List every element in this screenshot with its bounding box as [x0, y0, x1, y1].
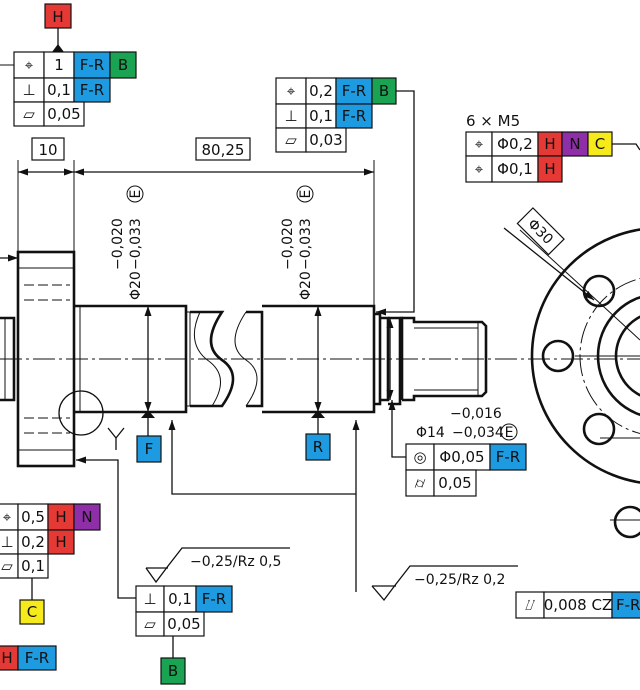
- svg-text:−0,033: −0,033: [298, 218, 314, 270]
- dim-dia30: Φ30: [516, 207, 565, 256]
- svg-text:Φ0,1: Φ0,1: [497, 160, 533, 178]
- svg-text:0,1: 0,1: [21, 557, 45, 575]
- svg-text:80,25: 80,25: [202, 141, 245, 159]
- dimension-lines: [0, 160, 394, 412]
- fcf-bottom-left: ⌖ 0,5 H N ⊥ 0,2 H ▱ 0,1 C H F-R: [0, 503, 101, 671]
- leader-lines: [168, 420, 360, 592]
- svg-text:H: H: [544, 160, 555, 178]
- svg-text:▱: ▱: [23, 105, 35, 123]
- detail-label-y: [107, 427, 125, 450]
- svg-text:C: C: [595, 135, 605, 153]
- surface-finish-1: −0,25/Rz 0,5: [145, 547, 290, 584]
- svg-text:1: 1: [54, 56, 64, 74]
- svg-text:F-R: F-R: [202, 590, 226, 608]
- svg-text:E: E: [298, 190, 314, 199]
- svg-text:H: H: [1, 649, 12, 667]
- svg-text:⌖: ⌖: [25, 56, 34, 74]
- svg-text:−0,25/Rz 0,5: −0,25/Rz 0,5: [190, 554, 281, 570]
- svg-text:0,008 CZ: 0,008 CZ: [544, 596, 612, 614]
- dim-10: 10: [31, 137, 65, 161]
- surface-finish-2: −0,25/Rz 0,2: [371, 565, 518, 602]
- svg-text:⊥: ⊥: [22, 81, 35, 99]
- svg-text:0,05: 0,05: [167, 615, 200, 633]
- svg-text:⌖: ⌖: [287, 82, 296, 100]
- svg-text:−0,25/Rz 0,2: −0,25/Rz 0,2: [414, 572, 505, 588]
- svg-text:R: R: [313, 438, 323, 456]
- svg-text:0,03: 0,03: [309, 131, 342, 149]
- svg-text:0,05: 0,05: [438, 474, 471, 492]
- svg-text:▱: ▱: [1, 557, 13, 575]
- svg-text:F-R: F-R: [342, 107, 366, 125]
- flange-view: [503, 227, 640, 539]
- svg-text:⊥: ⊥: [0, 533, 13, 551]
- dim-80-25: 80,25: [195, 137, 251, 161]
- svg-text:⌖: ⌖: [475, 135, 484, 153]
- svg-text:F-R: F-R: [342, 82, 366, 100]
- svg-text:N: N: [81, 508, 92, 526]
- svg-text:Φ20: Φ20: [298, 271, 314, 300]
- svg-text:⌖: ⌖: [475, 160, 484, 178]
- svg-text:0,1: 0,1: [309, 107, 333, 125]
- dim-dia20-f: Φ20 −0,020 −0,033 E: [110, 185, 144, 300]
- svg-text:N: N: [569, 135, 580, 153]
- svg-text:F-R: F-R: [25, 649, 49, 667]
- svg-text:⊥: ⊥: [284, 107, 297, 125]
- svg-text:E: E: [128, 190, 144, 199]
- svg-text:H: H: [544, 135, 555, 153]
- svg-text:H: H: [55, 508, 66, 526]
- fcf-top-left: H ⌖ 1 F-R B ⊥ 0,1 F-R ▱ 0,05: [0, 3, 137, 127]
- svg-text:F: F: [145, 440, 154, 458]
- svg-text:−0,033: −0,033: [128, 218, 144, 270]
- svg-text:Φ0,2: Φ0,2: [497, 135, 533, 153]
- svg-text:◎: ◎: [413, 448, 426, 466]
- svg-text:C: C: [27, 603, 37, 621]
- svg-text:B: B: [118, 56, 128, 74]
- svg-text:⌖: ⌖: [3, 508, 12, 526]
- fcf-top-middle: ⌖ 0,2 F-R B ⊥ 0,1 F-R ▱ 0,03: [275, 77, 415, 316]
- svg-text:B: B: [168, 662, 178, 680]
- svg-text:▱: ▱: [285, 131, 297, 149]
- svg-text:F-R: F-R: [80, 81, 104, 99]
- svg-text:Φ14: Φ14: [416, 425, 445, 441]
- fcf-right-middle: ◎ Φ0,05 F-R ⌭ 0,05: [388, 400, 527, 497]
- svg-text:Φ0,05: Φ0,05: [439, 448, 484, 466]
- svg-text:F-R: F-R: [80, 56, 104, 74]
- svg-text:⊥: ⊥: [143, 590, 156, 608]
- svg-text:H: H: [52, 8, 63, 26]
- thread-spec: 6 × M5: [466, 112, 520, 130]
- svg-text:10: 10: [38, 141, 57, 159]
- svg-text:F-R: F-R: [616, 596, 640, 614]
- svg-text:B: B: [379, 82, 389, 100]
- svg-text:0,1: 0,1: [168, 590, 192, 608]
- svg-text:−0,020: −0,020: [280, 218, 296, 270]
- svg-text:E: E: [505, 425, 514, 441]
- fcf-bottom-right: ⌰ 0,008 CZ F-R: [515, 591, 640, 619]
- dim-dia14: −0,016 Φ14 −0,034 E: [416, 406, 518, 441]
- dim-dia20-r: Φ20 −0,020 −0,033 E: [280, 185, 314, 300]
- svg-text:0,5: 0,5: [21, 508, 45, 526]
- svg-text:0,1: 0,1: [47, 81, 71, 99]
- fcf-bottom-middle: ⊥ 0,1 F-R ▱ 0,05 B: [76, 456, 233, 685]
- fcf-top-right: ⌖ Φ0,2 H N C ⌖ Φ0,1 H: [465, 131, 640, 183]
- svg-text:⌭: ⌭: [415, 474, 426, 492]
- svg-text:0,2: 0,2: [309, 82, 333, 100]
- svg-text:H: H: [55, 533, 66, 551]
- svg-text:▱: ▱: [144, 615, 156, 633]
- datum-r: R: [305, 410, 331, 461]
- svg-text:⌰: ⌰: [525, 596, 535, 614]
- svg-text:−0,034: −0,034: [452, 425, 504, 441]
- svg-text:−0,020: −0,020: [110, 218, 126, 270]
- svg-text:−0,016: −0,016: [450, 406, 502, 422]
- svg-text:0,05: 0,05: [47, 105, 80, 123]
- svg-text:F-R: F-R: [496, 448, 520, 466]
- svg-text:0,2: 0,2: [21, 533, 45, 551]
- datum-f: F: [136, 410, 162, 463]
- svg-text:Φ20: Φ20: [128, 271, 144, 300]
